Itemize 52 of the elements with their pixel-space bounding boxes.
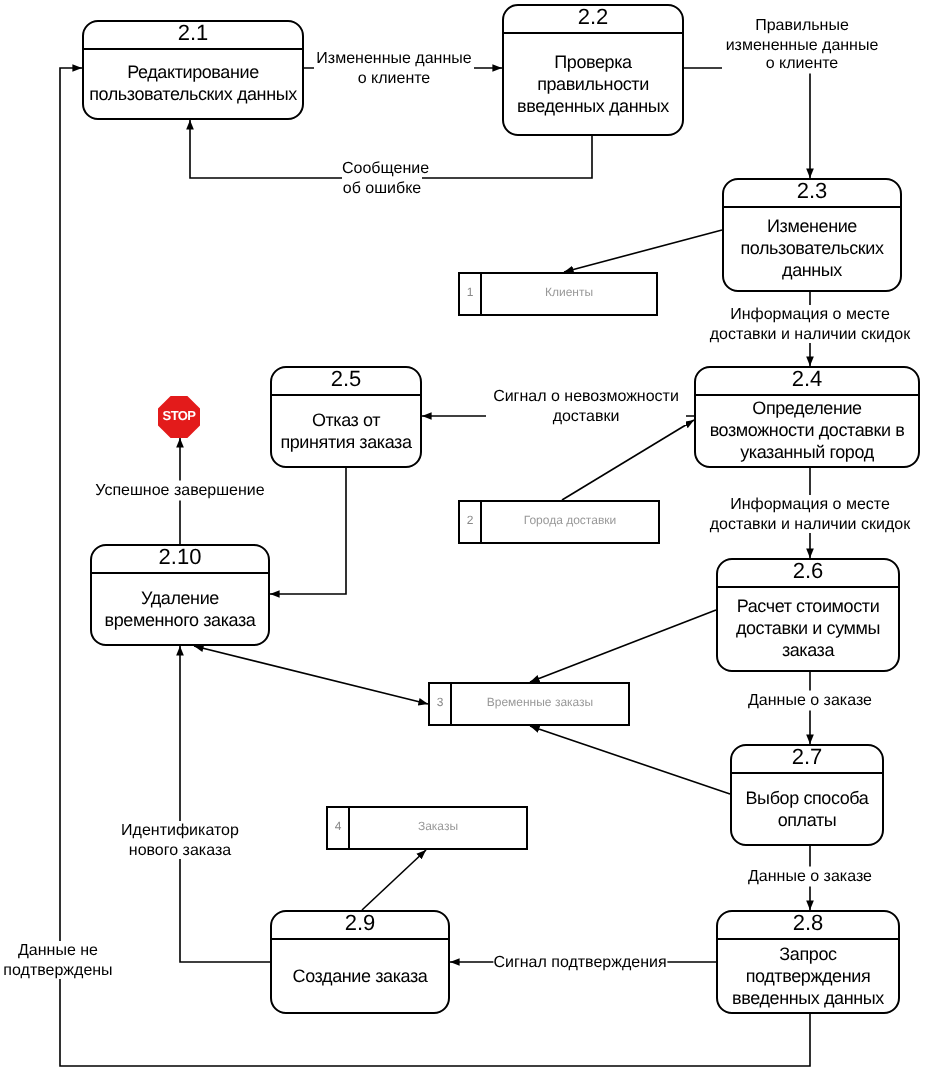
process-number: 2.3 (724, 180, 900, 208)
process-box (694, 366, 920, 468)
process-number: 2.4 (696, 368, 918, 396)
process-box (730, 744, 884, 846)
data-store (458, 272, 658, 316)
edge-label: Данные о заказе (748, 866, 872, 886)
process-name: Определение возможности доставки в указанный город (707, 396, 907, 466)
process-box (502, 4, 684, 136)
arrow (529, 725, 731, 795)
edge-label: Данные о заказе (748, 690, 872, 710)
arrow (563, 229, 723, 274)
process-name: Редактирование пользовательских данных (87, 60, 299, 108)
process-name: Расчет стоимости доставки и суммы заказа (733, 594, 883, 664)
process-name: Запрос подтверждения введенных данных (730, 941, 886, 1012)
data-store (326, 806, 528, 850)
process-number: 2.5 (272, 368, 420, 396)
edge-label: Успешное завершение (95, 480, 265, 500)
process-name: Изменение пользовательских данных (738, 214, 886, 284)
arrow (59, 64, 811, 1067)
arrow (269, 467, 347, 598)
process-box (270, 366, 422, 468)
arrow (176, 645, 271, 963)
process-number: 2.10 (92, 546, 268, 574)
arrow (361, 849, 427, 911)
process-name: Выбор способа оплаты (743, 785, 871, 833)
process-number: 2.2 (504, 6, 682, 34)
edge-label: Сигнал подтверждения (493, 952, 667, 972)
data-store (428, 682, 630, 726)
process-number: 2.6 (718, 560, 898, 588)
process-number: 2.7 (732, 746, 882, 774)
data-store (458, 500, 660, 544)
process-box (90, 544, 270, 646)
arrow (193, 644, 429, 706)
process-box (270, 910, 450, 1014)
arrow (561, 419, 695, 501)
process-name: Проверка правильности введенных данных (515, 49, 671, 120)
edge-label: Правильные измененные данные о клиенте (722, 15, 882, 73)
process-box (82, 20, 304, 120)
process-name: Удаление временного заказа (102, 585, 258, 634)
arrow (529, 609, 717, 683)
process-number: 2.8 (718, 912, 898, 940)
process-box (716, 558, 900, 672)
process-name: Создание заказа (290, 963, 430, 990)
process-number: 2.9 (272, 912, 448, 940)
edge-label: Данные не подтверждены (2, 941, 114, 980)
edge-label: Сигнал о невозможности доставки (486, 387, 686, 425)
process-box (716, 910, 900, 1014)
process-name: Отказ от принятия заказа (278, 407, 414, 456)
process-number: 2.1 (84, 22, 302, 50)
edge-label: Измененные данные о клиенте (314, 49, 474, 87)
process-box (722, 178, 902, 292)
stop-sign (158, 396, 200, 438)
